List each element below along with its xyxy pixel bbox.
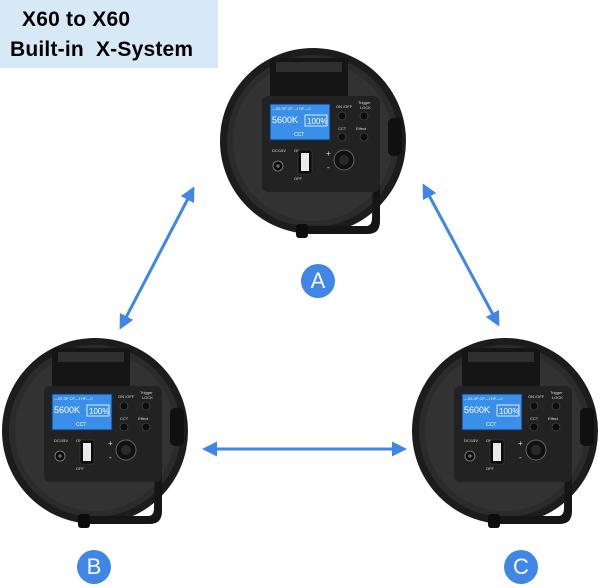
banner-title-line-1: X60 to X60 bbox=[22, 8, 131, 31]
light-unit-a: —05 3P CF—I HF—0 5600K 100% CCT ON /OFF … bbox=[218, 46, 408, 251]
lcd-level-value: 100% bbox=[307, 117, 327, 126]
lcd-status: —05 3P CF—I HF—0 bbox=[272, 106, 311, 111]
label-off: OFF bbox=[486, 466, 495, 471]
effect-button bbox=[551, 422, 561, 432]
banner-title-line-2: Built-in X-System bbox=[10, 38, 194, 61]
lock-button bbox=[551, 401, 561, 411]
cct-button bbox=[337, 132, 347, 142]
badge-a: A bbox=[301, 264, 335, 298]
label-cct: CCT bbox=[120, 416, 129, 421]
label-dc: DC/15V bbox=[272, 148, 286, 153]
lcd-cct-value: 5600K bbox=[464, 405, 490, 415]
label-off: OFF bbox=[76, 466, 85, 471]
arrow-a-c bbox=[422, 183, 500, 327]
svg-text:+: + bbox=[108, 439, 113, 448]
label-effect: Effect bbox=[548, 416, 559, 421]
svg-text:-: - bbox=[327, 163, 330, 172]
lcd-screen bbox=[461, 393, 523, 431]
on-off-button bbox=[119, 401, 129, 411]
lcd-mode: CCT bbox=[294, 132, 304, 138]
label-on-off: ON /OFF bbox=[528, 394, 545, 399]
lcd-screen bbox=[51, 393, 113, 431]
title-banner: X60 to X60 Built-in X-System bbox=[0, 0, 218, 68]
label-lock: LOCK bbox=[142, 395, 153, 400]
badge-c: C bbox=[504, 550, 538, 584]
label-dc: DC/15V bbox=[464, 438, 478, 443]
cct-button bbox=[119, 422, 129, 432]
svg-text:-: - bbox=[109, 453, 112, 462]
svg-text:+: + bbox=[518, 439, 523, 448]
label-on: ON bbox=[294, 148, 300, 153]
yoke-arm bbox=[170, 408, 184, 446]
label-lock: LOCK bbox=[552, 395, 563, 400]
yoke-arm bbox=[580, 408, 594, 446]
lcd-status: —05 3P CF—I HF—0 bbox=[464, 396, 503, 401]
svg-text:+: + bbox=[326, 149, 331, 158]
lock-button bbox=[359, 111, 369, 121]
label-effect: Effect bbox=[138, 416, 149, 421]
light-unit-b: —05 3P CF—I HF—0 5600K 100% CCT ON /OFF … bbox=[0, 336, 190, 541]
label-dc: DC/15V bbox=[54, 438, 68, 443]
on-off-button bbox=[337, 111, 347, 121]
lcd-mode: CCT bbox=[76, 422, 86, 428]
lcd-cct-value: 5600K bbox=[54, 405, 80, 415]
label-lock: LOCK bbox=[360, 105, 371, 110]
lcd-level-value: 100% bbox=[89, 407, 109, 416]
yoke-arm bbox=[388, 118, 402, 156]
effect-button bbox=[359, 132, 369, 142]
svg-text:-: - bbox=[519, 453, 522, 462]
label-on-off: ON /OFF bbox=[336, 104, 353, 109]
label-on-off: ON /OFF bbox=[118, 394, 135, 399]
effect-button bbox=[141, 422, 151, 432]
label-trigger: Trigger bbox=[550, 390, 563, 395]
lcd-cct-value: 5600K bbox=[272, 115, 298, 125]
lock-button bbox=[141, 401, 151, 411]
label-trigger: Trigger bbox=[140, 390, 153, 395]
label-cct: CCT bbox=[338, 126, 347, 131]
lcd-status: —05 3P CF—I HF—0 bbox=[54, 396, 93, 401]
lcd-mode: CCT bbox=[486, 422, 496, 428]
arrow-a-b bbox=[119, 186, 195, 330]
label-cct: CCT bbox=[530, 416, 539, 421]
label-trigger: Trigger bbox=[358, 100, 371, 105]
label-on: ON bbox=[76, 438, 82, 443]
label-effect: Effect bbox=[356, 126, 367, 131]
lcd-screen bbox=[269, 103, 331, 141]
label-on: ON bbox=[486, 438, 492, 443]
label-off: OFF bbox=[294, 176, 303, 181]
on-off-button bbox=[529, 401, 539, 411]
cct-button bbox=[529, 422, 539, 432]
badge-b: B bbox=[77, 550, 111, 584]
light-unit-c: —05 3P CF—I HF—0 5600K 100% CCT ON /OFF … bbox=[410, 336, 600, 541]
lcd-level-value: 100% bbox=[499, 407, 519, 416]
